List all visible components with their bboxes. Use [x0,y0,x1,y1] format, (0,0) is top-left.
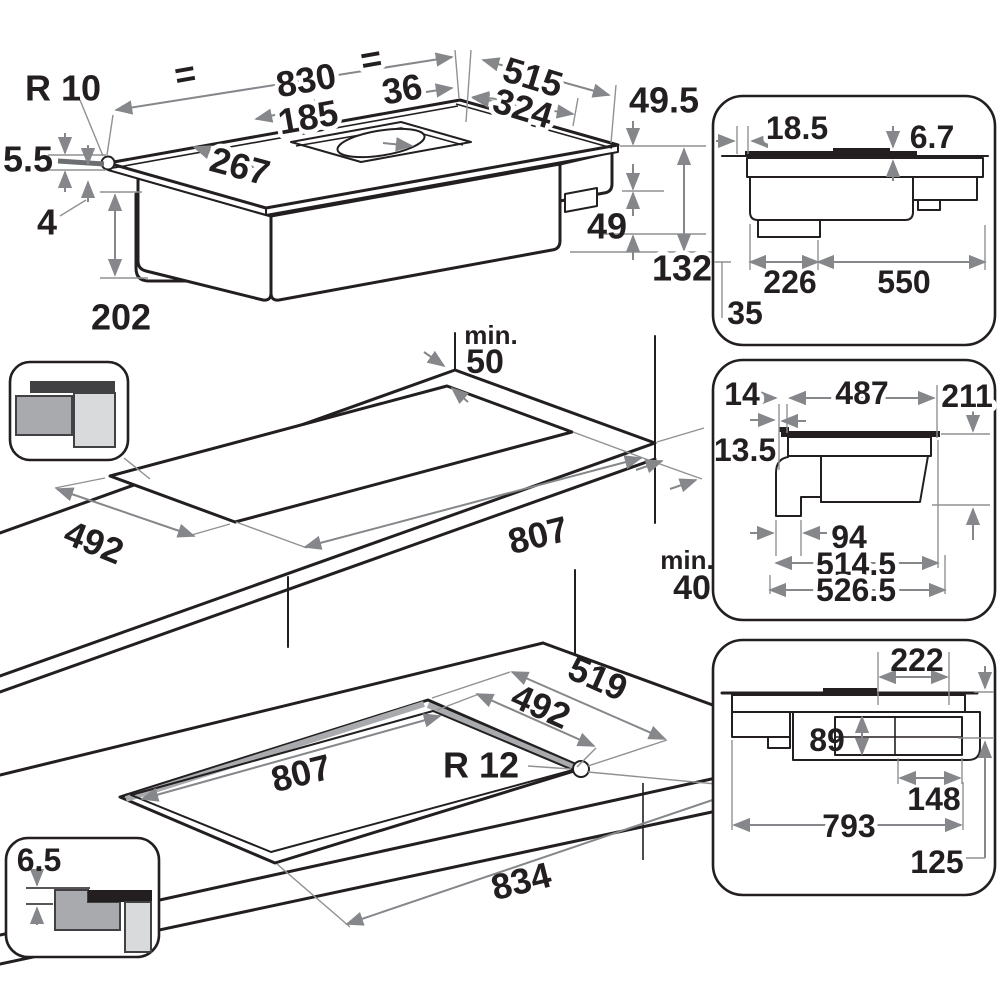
min-label-right: min. [660,545,713,575]
dim-4: 4 [37,202,57,243]
dim-49-5: 49.5 [629,80,699,121]
dim-550: 550 [877,264,930,300]
right-step-side [917,199,941,211]
underside-panel: 222 89 148 793 125 [711,638,997,897]
dim-cutout-492: 492 [58,512,129,573]
dim-132: 132 [652,248,712,289]
dim-526-5: 526.5 [816,572,896,608]
hob-band-side [746,157,984,178]
duct-foot-side [757,219,821,238]
duct-elbow-profile [775,456,822,517]
corner-radius-marker-r12 [572,760,590,778]
vent-grate-side [833,148,890,154]
left-foot-under [767,736,791,749]
dim-14: 14 [724,376,760,412]
dim-18-5: 18.5 [766,110,828,146]
worktop-icon [73,392,116,448]
dim-13-5: 13.5 [714,432,776,468]
dim-36: 36 [379,65,426,112]
dim-r10: R 10 [25,68,101,109]
hob-body-front-face [269,162,562,302]
side-profile-panel: 18.5 6.7 226 550 35 [711,94,997,347]
dim-202: 202 [91,297,151,338]
hob-body-icon [15,395,73,436]
hob-isometric-view: R 10 = 830 = 185 36 515 324 49.5 5.5 267… [3,32,717,338]
dim-211: 211 [941,378,993,414]
flush-cutout-view: 519 492 R 12 807 834 [0,641,750,966]
dim-r12: R 12 [443,745,519,786]
vent-grate-under [823,688,877,693]
glass-bar-flush-icon [88,890,152,902]
dim-49: 49 [587,206,627,247]
duct-profile-panel: 14 487 211 13.5 94 514.5 526.5 [711,358,997,622]
blower-box [834,716,963,756]
flush-mount-icon: 6.5 [4,836,161,959]
dim-94: 94 [831,519,867,555]
dim-5-5: 5.5 [3,139,53,180]
min-label-top: min. [464,320,517,350]
dim-125: 125 [910,844,963,880]
glass-duct-view [781,431,940,437]
dim-226: 226 [763,264,816,300]
dim-cutout-807: 807 [504,508,572,562]
surface-mount-icon [8,360,151,480]
connection-box [564,187,598,213]
hob-body-right-section [558,150,614,203]
equal-mark-left: = [171,52,199,96]
dim-flush-834: 834 [487,854,555,908]
left-box-under [731,711,791,738]
right-box-side [912,176,978,201]
worktop-flush-icon [124,901,152,953]
dim-793: 793 [822,808,875,844]
dim-89: 89 [809,722,845,758]
cutout-opening [108,384,574,524]
dim-min-40: 40 [673,569,711,607]
dim-6-7: 6.7 [910,119,954,155]
motor-box-side [749,176,914,221]
glass-bar-icon [30,381,115,393]
dim-148: 148 [907,781,960,817]
dim-222: 222 [890,642,943,678]
dim-514-5: 514.5 [816,546,896,582]
dim-35: 35 [727,295,763,331]
dim-min-50: 50 [466,343,504,381]
dim-6-5: 6.5 [17,842,61,878]
dim-487: 487 [835,375,888,411]
